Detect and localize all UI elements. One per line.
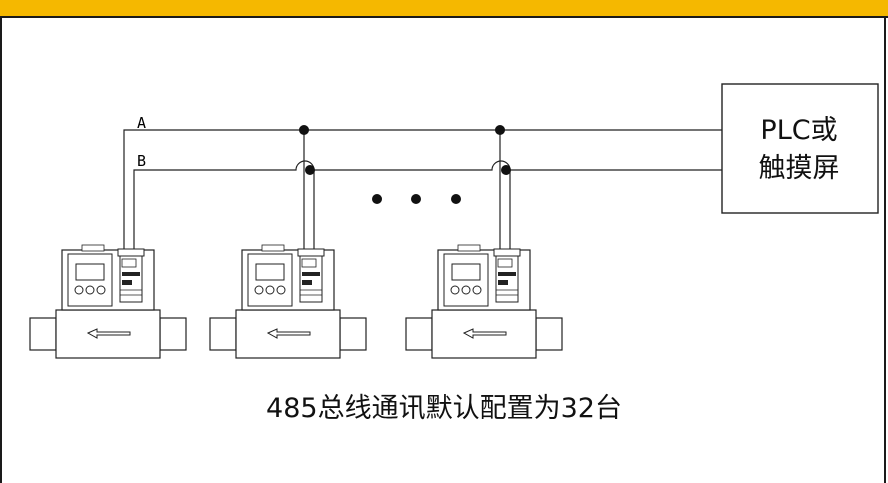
junction-dot <box>299 125 309 135</box>
flow-meter-device-2 <box>209 244 367 359</box>
ellipsis-dot <box>411 194 421 204</box>
ellipsis-dot <box>372 194 382 204</box>
junction-dot <box>501 165 511 175</box>
header-accent-bar <box>0 0 888 18</box>
diagram-caption: 485总线通讯默认配置为32台 <box>266 393 622 424</box>
bus-label-a: A <box>137 114 146 132</box>
controller-box <box>721 83 879 214</box>
flow-meter-device-1 <box>29 244 187 359</box>
controller-label: PLC或 触摸屏 <box>720 112 878 188</box>
bus-line-a <box>123 129 722 250</box>
flow-meter-device-3 <box>405 244 563 359</box>
controller-label-line1: PLC或 <box>760 115 838 146</box>
bus-line-b <box>133 160 722 250</box>
controller-label-line2: 触摸屏 <box>758 153 840 184</box>
junction-dot <box>495 125 505 135</box>
junction-dot <box>305 165 315 175</box>
bus-label-b: B <box>137 152 146 170</box>
ellipsis-dot <box>451 194 461 204</box>
diagram-frame <box>0 16 886 483</box>
